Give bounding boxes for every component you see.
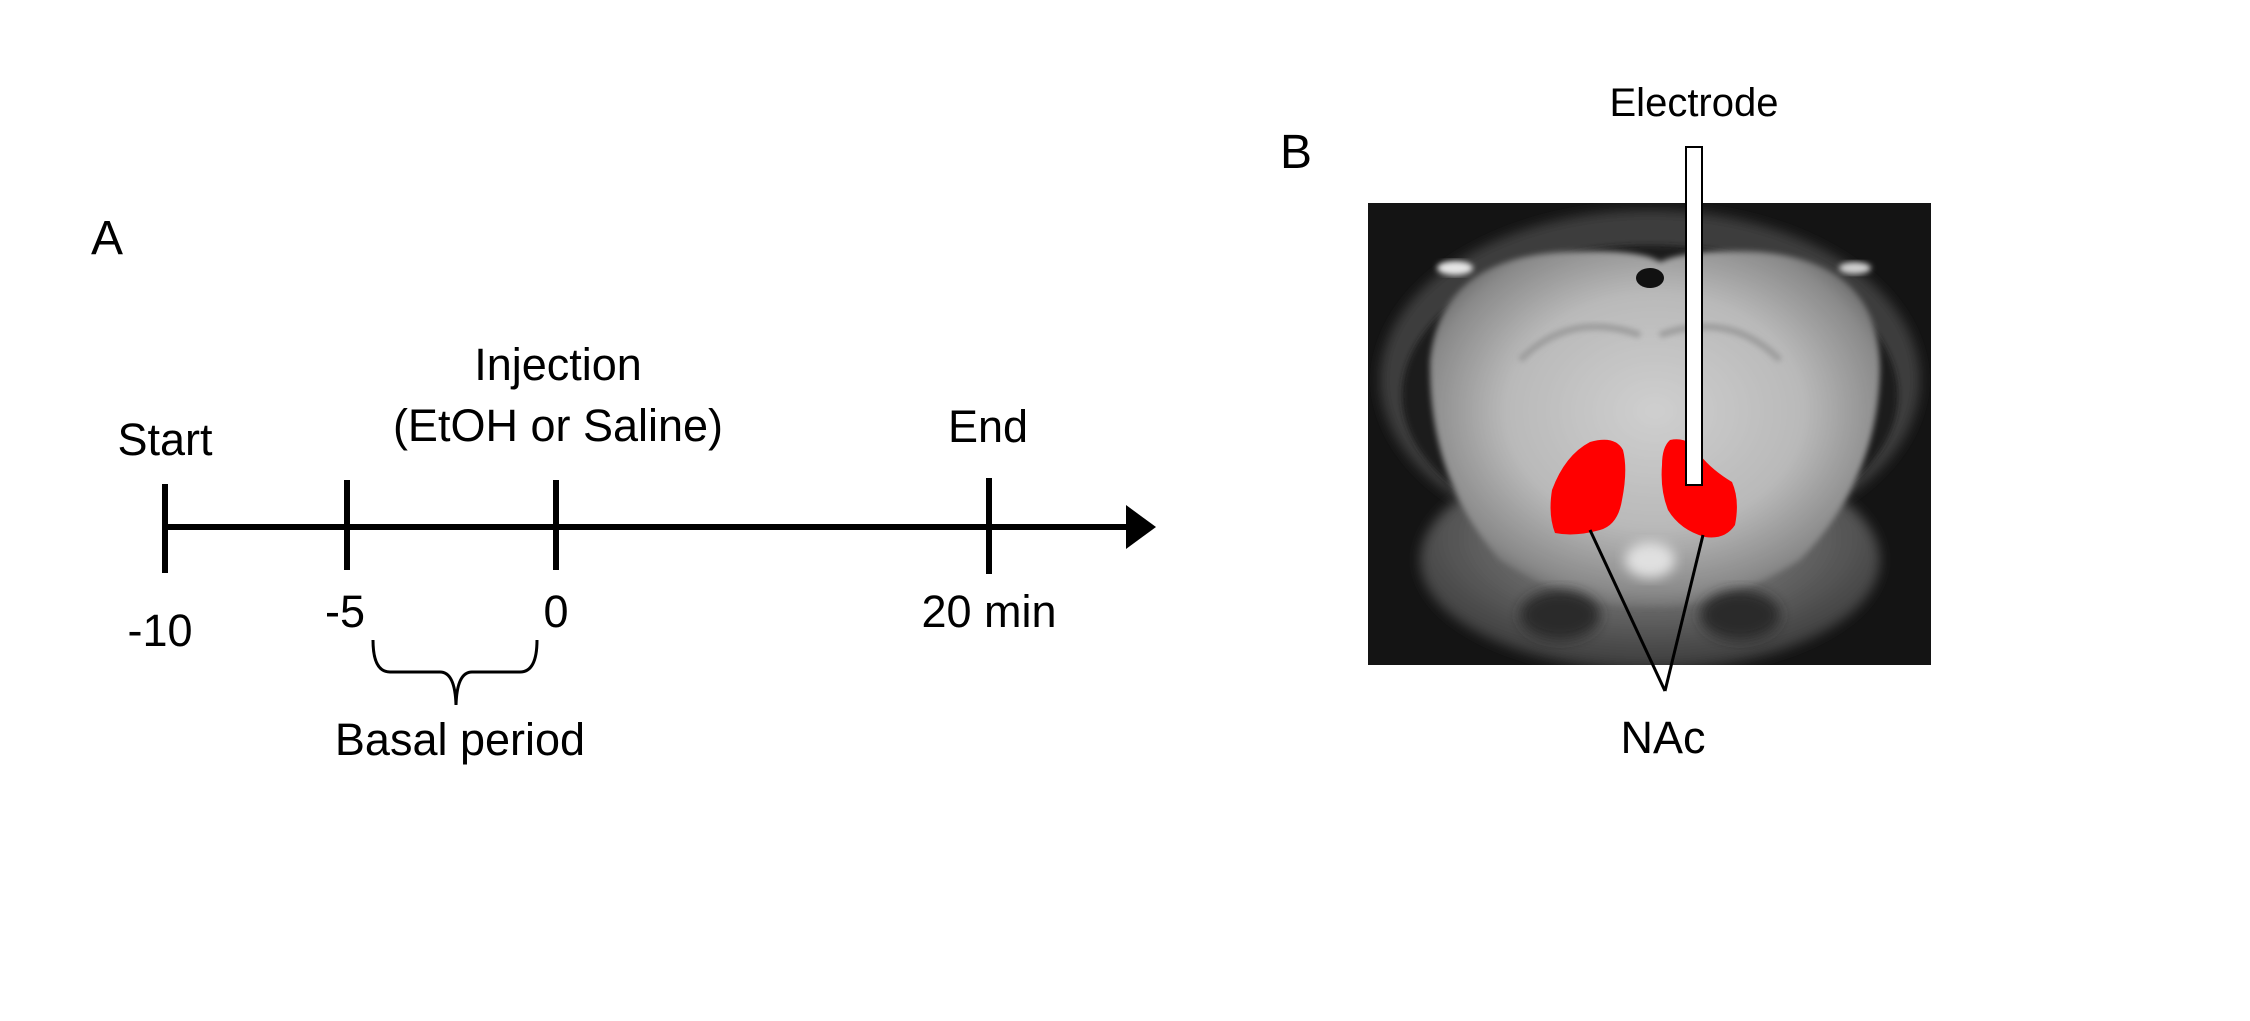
electrode [1685,146,1703,486]
timeline-arrowhead [1126,505,1156,549]
nac-left-region [1550,439,1626,535]
mri-coronal-slice [1368,203,1931,665]
basal-period-brace [371,639,539,706]
electrode-label: Electrode [1610,81,1779,125]
nac-label: NAc [1620,712,1705,763]
event-start-label: Start [117,414,213,465]
event-injection-sublabel: (EtOH or Saline) [393,400,723,451]
tick-label-zero: 0 [543,586,568,637]
tick-label-end: 20 min [921,586,1056,637]
panel-b-letter: B [1280,126,1312,179]
tick-label-minus10: -10 [127,605,192,656]
nac-leader-line-left [1588,529,1667,692]
panel-b: B Electrode [1280,81,1931,763]
nac-right-region [1661,439,1737,538]
event-end-label: End [948,401,1028,452]
event-injection-label: Injection [474,339,642,390]
panel-a: A Start Injection (EtOH or Saline) End -… [91,212,1156,765]
panel-a-letter: A [91,212,123,265]
tick-label-minus5: -5 [325,586,365,637]
nac-leader-line-right [1663,534,1705,692]
basal-period-label: Basal period [335,714,585,765]
